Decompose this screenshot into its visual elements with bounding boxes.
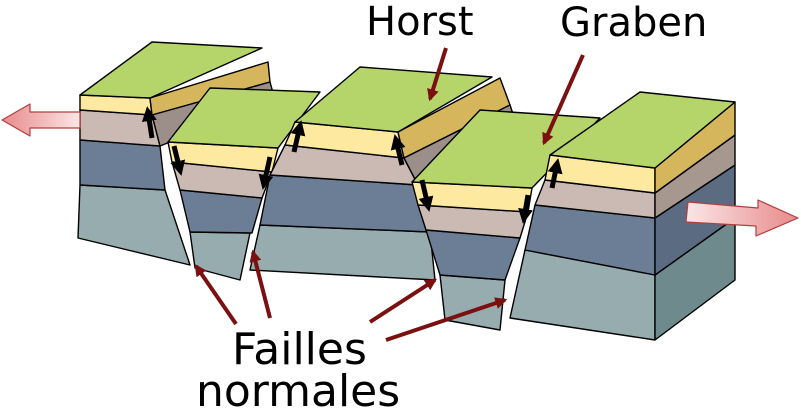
- displacement-up-arrow: [141, 106, 157, 139]
- fault-pointer-arrow: [368, 278, 438, 324]
- graben-label: Graben: [560, 0, 708, 46]
- displacement-down-arrow: [258, 156, 274, 190]
- displacement-down-arrow: [418, 179, 434, 212]
- displacement-up-arrow: [290, 120, 306, 153]
- fault-displacement-arrows: [141, 106, 563, 224]
- displacement-up-arrow: [547, 158, 563, 189]
- graben-pointer-arrow: [542, 54, 585, 146]
- displacement-down-arrow: [518, 194, 533, 224]
- horst-label: Horst: [366, 0, 474, 45]
- failles-label: Failles: [232, 324, 367, 375]
- extension-arrow-left: [1, 103, 81, 137]
- normales-label: normales: [196, 366, 401, 417]
- horst-pointer-arrow: [427, 47, 448, 102]
- right-horst-block: [509, 91, 736, 341]
- fault-pointer-arrow: [194, 264, 238, 326]
- fault-pointer-arrow: [385, 297, 508, 342]
- central-horst-block: [249, 66, 516, 281]
- displacement-down-arrow: [170, 145, 186, 176]
- displacement-up-arrow: [390, 134, 406, 166]
- label-pointer-arrows: [194, 47, 585, 342]
- extension-arrow-right: [685, 199, 799, 237]
- fault-pointer-arrow: [249, 249, 272, 319]
